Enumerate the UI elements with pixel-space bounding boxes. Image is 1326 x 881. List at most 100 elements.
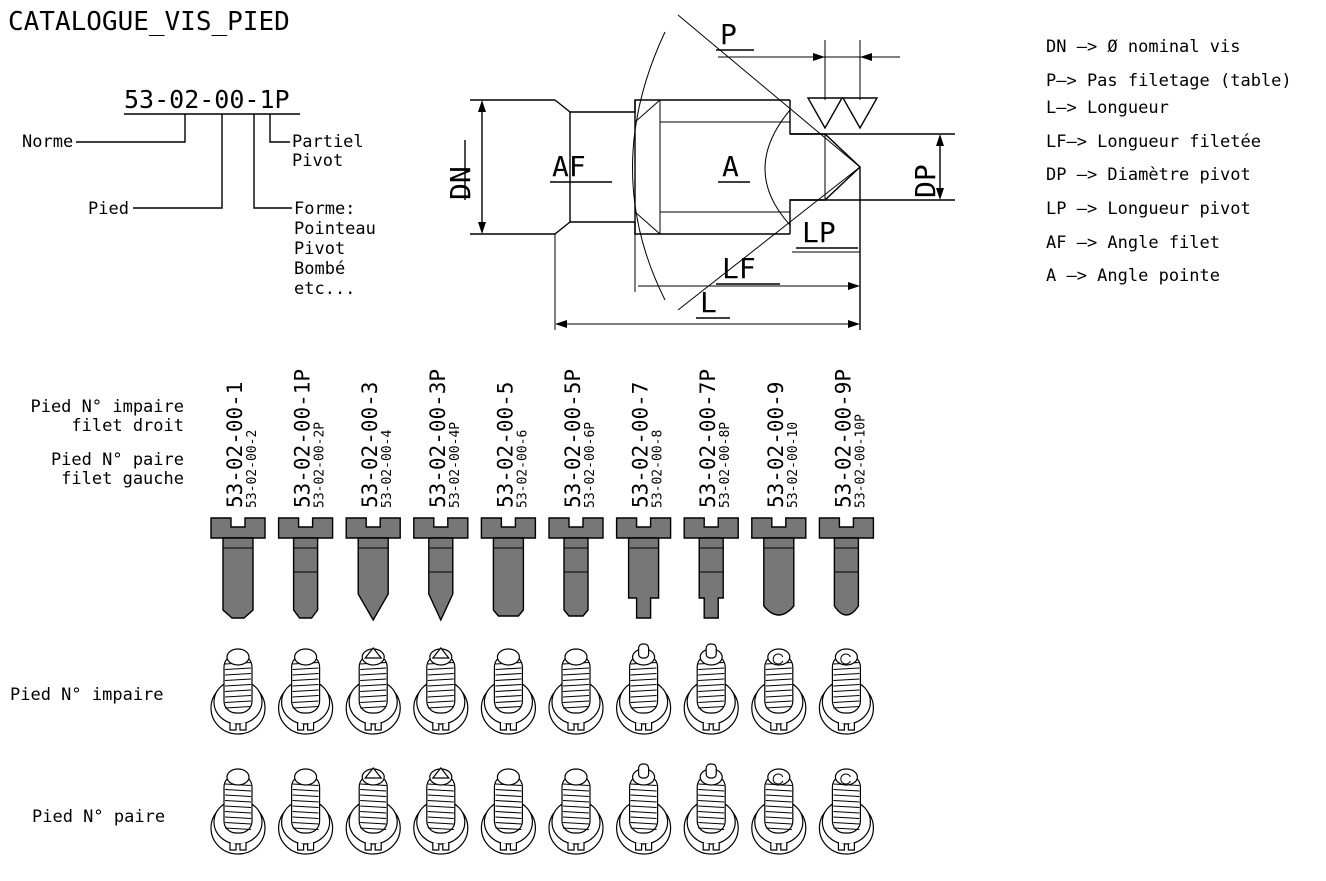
screw-iso-impaire: [480, 648, 536, 735]
legend: DN —> Ø nominal vis P—> Pas filetage (ta…: [1046, 37, 1292, 286]
screw-head-profile: [277, 517, 334, 539]
screw-head-profile: [683, 517, 739, 539]
screw-iso-paire: [683, 763, 739, 855]
label-lp: LP: [802, 216, 836, 249]
screw-iso-impaire: [345, 647, 401, 735]
screw-shank-profile: [292, 537, 319, 619]
label-dn: DN: [444, 166, 477, 200]
screw-subcode: 53-02-00-6P: [583, 422, 598, 508]
screw-head-profile: [615, 517, 672, 539]
screw-column: 53-02-00-153-02-00-2: [210, 382, 266, 855]
screw-iso-paire: [818, 768, 875, 855]
label-l: L: [700, 286, 717, 319]
row-label-filet-droit: filet droit: [71, 416, 184, 436]
screw-iso-paire: [413, 767, 469, 855]
dimension-drawing: DN AF A P DP LP LF: [444, 14, 955, 330]
row-labels: Pied N° impaire filet droit Pied N° pair…: [10, 397, 184, 827]
screw-code: 53-02-00-1P: [291, 369, 315, 508]
screw-iso-impaire: [818, 648, 875, 735]
screw-shank-profile: [428, 537, 454, 622]
screw-shank-profile: [357, 537, 389, 622]
code-value: 53-02-00-1P: [124, 85, 290, 114]
label-p: P: [720, 18, 737, 51]
screw-iso-paire: [210, 768, 266, 855]
screw-iso-impaire: [751, 648, 807, 735]
legend-item: P—> Pas filetage (table): [1046, 71, 1292, 91]
screw-iso-paire: [615, 763, 672, 855]
screw-subcode: 53-02-00-4P: [448, 422, 463, 508]
screw-shank-profile: [833, 537, 860, 616]
screw-iso-impaire: [548, 648, 604, 735]
screw-iso-impaire: [278, 648, 334, 735]
screw-code: 53-02-00-3: [358, 382, 382, 508]
row-label-impaire: Pied N° impaire: [30, 397, 184, 417]
row-label-iso-paire: Pied N° paire: [32, 807, 165, 827]
screw-iso-paire: [345, 767, 401, 855]
forme-line-1: Forme:: [294, 199, 355, 219]
screw-iso-impaire: [615, 643, 672, 735]
label-af: AF: [552, 150, 586, 183]
screw-subcode: 53-02-00-4: [380, 430, 395, 508]
screw-shank-profile: [627, 537, 660, 619]
screw-iso-paire: [278, 768, 334, 855]
screw-code: 53-02-00-7P: [696, 369, 720, 508]
row-label-iso-impaire: Pied N° impaire: [10, 685, 164, 705]
screw-iso-paire: [480, 768, 536, 855]
screw-code: 53-02-00-9P: [831, 369, 855, 508]
screw-subcode: 53-02-00-6: [515, 430, 530, 508]
screw-column: 53-02-00-753-02-00-8: [615, 382, 672, 855]
legend-item: AF —> Angle filet: [1046, 233, 1220, 253]
screw-head-profile: [413, 517, 469, 539]
screw-code: 53-02-00-1: [223, 382, 247, 508]
screw-code: 53-02-00-7: [629, 382, 653, 508]
partiel-line-1: Partiel: [292, 132, 364, 152]
screw-head-profile: [480, 517, 537, 539]
row-label-paire: Pied N° paire: [51, 450, 184, 470]
screw-shank-profile: [222, 537, 254, 619]
screw-shank-profile: [698, 537, 724, 619]
screw-column: 53-02-00-553-02-00-6: [480, 382, 537, 855]
screw-head-profile: [818, 517, 875, 539]
screw-subcode: 53-02-00-2P: [313, 422, 328, 508]
code-explanation: 53-02-00-1P Norme Pied Partiel Pivot For…: [22, 85, 376, 299]
screw-subcode: 53-02-00-8: [651, 430, 666, 508]
screw-column: 53-02-00-953-02-00-10: [751, 382, 807, 855]
label-dp: DP: [909, 164, 942, 198]
screw-iso-impaire: [683, 643, 739, 735]
legend-item: A —> Angle pointe: [1046, 266, 1220, 286]
screw-head-profile: [210, 517, 266, 539]
screw-code: 53-02-00-3P: [426, 369, 450, 508]
screw-shank-profile: [563, 537, 589, 617]
screw-iso-paire: [751, 768, 807, 855]
screw-iso-impaire: [210, 648, 266, 735]
screw-column: 53-02-00-353-02-00-4: [345, 382, 401, 855]
forme-line-5: etc...: [294, 279, 355, 299]
legend-item: LP —> Longueur pivot: [1046, 199, 1251, 219]
screw-shank-profile: [492, 537, 525, 617]
screw-iso-paire: [548, 768, 604, 855]
row-label-filet-gauche: filet gauche: [61, 469, 184, 489]
legend-item: DP —> Diamètre pivot: [1046, 165, 1251, 185]
legend-item: DN —> Ø nominal vis: [1046, 37, 1240, 57]
screw-iso-impaire: [413, 647, 469, 735]
screw-head-profile: [751, 517, 807, 539]
screw-head-profile: [345, 517, 401, 539]
forme-line-4: Bombé: [294, 259, 345, 279]
norme-label: Norme: [22, 132, 73, 152]
screw-head-profile: [548, 517, 604, 539]
forme-line-2: Pointeau: [294, 219, 376, 239]
screw-subcode: 53-02-00-10P: [853, 414, 868, 508]
screw-code: 53-02-00-5P: [561, 369, 585, 508]
screw-subcode: 53-02-00-10: [786, 422, 801, 508]
forme-line-3: Pivot: [294, 239, 345, 259]
screw-code: 53-02-00-9: [764, 382, 788, 508]
screw-subcode: 53-02-00-8P: [718, 422, 733, 508]
pied-label: Pied: [88, 199, 129, 219]
label-a: A: [722, 150, 739, 183]
